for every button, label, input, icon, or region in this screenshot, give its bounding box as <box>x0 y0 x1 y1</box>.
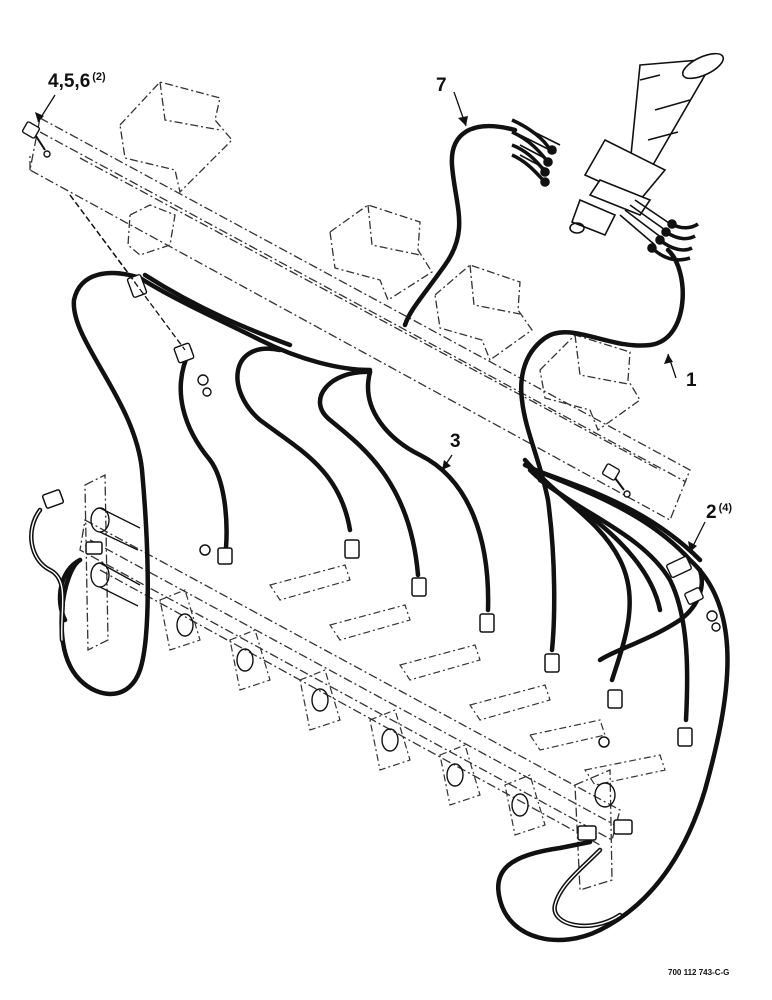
callout-7: 7 <box>436 76 447 95</box>
callout-1: 1 <box>686 371 697 390</box>
callout-4-5-6-qty: (2) <box>92 71 106 83</box>
hose-clamps <box>126 274 721 632</box>
callout-3-label: 3 <box>450 431 461 452</box>
hydraulic-hoses <box>29 123 730 943</box>
bolts <box>21 121 631 498</box>
callout-4-5-6-label: 4,5,6 <box>48 71 91 92</box>
lower-cylinder-bar <box>79 473 621 891</box>
callout-3: 3 <box>450 432 461 451</box>
callout-7-label: 7 <box>436 75 447 96</box>
callout-2-label: 2 <box>706 502 717 523</box>
hose-7 <box>402 123 518 328</box>
hose-1 <box>518 247 685 403</box>
cylinder-bodies <box>90 507 616 817</box>
knife-sections <box>159 564 666 836</box>
callout-2: 2(4) <box>706 502 733 523</box>
part-number: 700 112 743-C-G <box>668 968 730 977</box>
callout-2-qty: (4) <box>718 502 733 514</box>
callout-4-5-6: 4,5,6(2) <box>48 71 106 92</box>
upper-frame-beam <box>29 117 691 521</box>
hose-fittings <box>41 489 693 841</box>
leader-arrows <box>35 112 697 552</box>
upper-brackets <box>119 81 641 432</box>
hose-highlights <box>30 509 621 927</box>
callout-1-label: 1 <box>686 370 697 391</box>
control-valve <box>511 52 725 262</box>
